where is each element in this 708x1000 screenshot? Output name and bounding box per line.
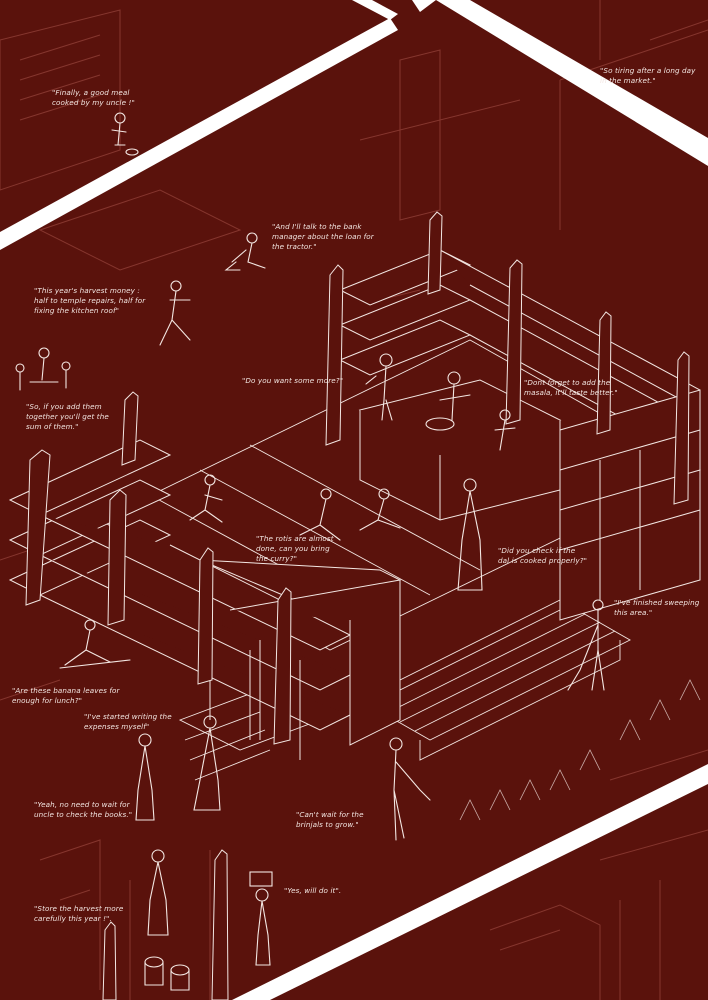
quote-uncle-books: "Yeah, no need to wait for uncle to chec… xyxy=(34,800,133,819)
pillars xyxy=(25,211,690,1000)
quote-want-more: "Do you want some more?" xyxy=(242,376,344,385)
quote-brinjals: "Can't wait for the brinjals to grow." xyxy=(296,810,364,829)
person-sitting-laptop xyxy=(224,232,266,271)
quote-good-meal: "Finally, a good meal cooked by my uncle… xyxy=(52,88,135,107)
children-reading xyxy=(15,347,71,391)
quote-harvest-money: "This year's harvest money : half to tem… xyxy=(34,286,146,315)
quote-dal: "Did you check if the dal is cooked prop… xyxy=(498,546,588,565)
person-making-rotis-3 xyxy=(359,488,401,531)
person-adding-masala xyxy=(494,409,516,451)
person-making-rotis-2 xyxy=(299,488,341,541)
people xyxy=(15,112,605,991)
person-making-rotis-1 xyxy=(189,474,223,523)
quote-sweeping: "I've finished sweeping this area." xyxy=(614,598,700,617)
garden-plants xyxy=(459,679,701,821)
quote-bank-manager: "And I'll talk to the bank manager about… xyxy=(272,222,374,251)
person-serving xyxy=(365,353,393,421)
quote-banana-leaves: "Are these banana leaves for enough for … xyxy=(12,686,120,705)
quote-masala: "Dont forget to add the masala, it'll ta… xyxy=(524,378,618,397)
quote-sum: "So, if you add them together you'll get… xyxy=(26,402,109,431)
right-shelf-unit xyxy=(338,249,701,621)
person-standing-1 xyxy=(135,733,155,821)
harvest-pots xyxy=(144,956,190,991)
quote-rotis: "The rotis are almost done, can you brin… xyxy=(256,534,334,563)
person-standing-2 xyxy=(193,715,221,811)
person-cutting-leaves xyxy=(59,619,131,669)
person-carrying-harvest xyxy=(147,849,169,936)
person-cooking xyxy=(425,371,471,431)
person-eating-top xyxy=(111,112,139,156)
quote-store-harvest: "Store the harvest more carefully this y… xyxy=(34,904,124,923)
person-carrying-basket xyxy=(249,871,273,966)
quote-will-do: "Yes, will do it". xyxy=(284,886,342,895)
quote-tiring: "So tiring after a long day in the marke… xyxy=(600,66,696,85)
person-standing-saree xyxy=(457,478,483,591)
person-sitting-planning xyxy=(159,280,191,346)
person-sweeping xyxy=(567,599,605,691)
quote-expenses: "I've started writing the expenses mysel… xyxy=(84,712,172,731)
person-watering xyxy=(389,737,431,841)
